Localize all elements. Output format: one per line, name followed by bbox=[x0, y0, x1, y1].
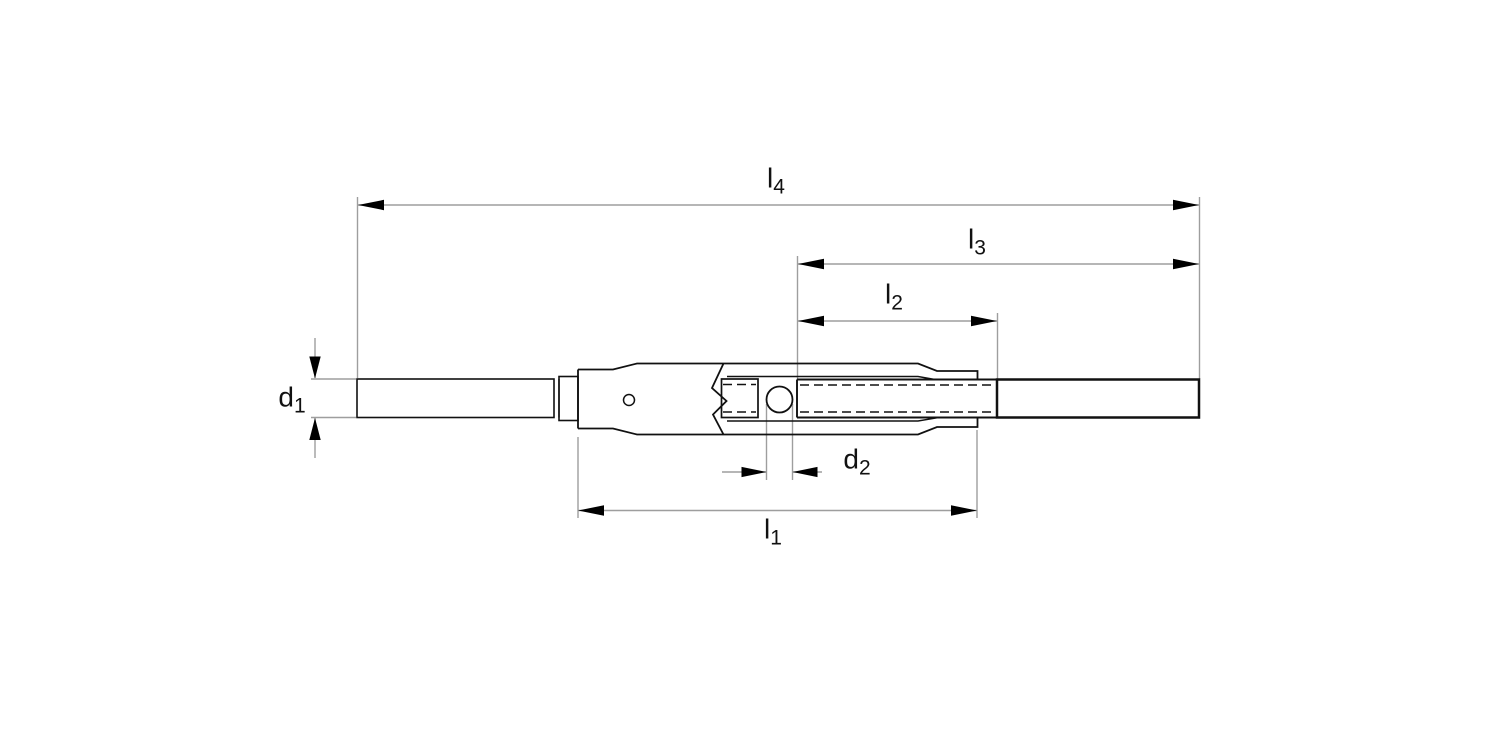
dimension-label-d1-base: d bbox=[278, 381, 294, 413]
arrow-l3-left bbox=[798, 258, 824, 270]
dimension-label-l3: l3 bbox=[968, 223, 986, 260]
arrow-l1-right bbox=[951, 505, 977, 516]
arrow-l2-left bbox=[798, 315, 824, 327]
dimension-arrowheads bbox=[309, 199, 1199, 516]
dimension-label-l4: l4 bbox=[767, 162, 785, 199]
dimension-label-d2-base: d bbox=[843, 443, 859, 475]
dimension-label-d1-sub: 1 bbox=[293, 394, 306, 418]
sight-hole-d2 bbox=[765, 385, 794, 414]
body-pin-hole bbox=[622, 393, 636, 407]
dimension-label-l1: l1 bbox=[764, 513, 782, 550]
dimension-label-l1-sub: 1 bbox=[770, 526, 782, 550]
body-outline-bottom bbox=[578, 417, 979, 436]
arrow-l4-right bbox=[1173, 199, 1199, 211]
dimension-label-l4-base: l bbox=[767, 162, 774, 194]
dimension-label-l1-base: l bbox=[764, 513, 771, 545]
dimension-label-l2: l2 bbox=[885, 278, 903, 315]
dimension-label-l3-base: l bbox=[968, 223, 975, 255]
pipe-inner-wall-bottom bbox=[727, 417, 938, 422]
thread-hidden-lines bbox=[723, 383, 994, 413]
right-rod-thread-section bbox=[796, 378, 997, 419]
dimension-label-d2: d2 bbox=[843, 443, 871, 480]
right-stud-rod bbox=[995, 378, 1201, 419]
arrow-l2-right bbox=[971, 315, 997, 327]
arrow-d1-bottom bbox=[309, 418, 321, 440]
arrow-l3-right bbox=[1173, 258, 1199, 270]
turnbuckle-part bbox=[356, 362, 1201, 436]
break-line bbox=[710, 363, 728, 435]
dimension-label-d2-sub: 2 bbox=[858, 456, 871, 480]
body-outline-top bbox=[578, 362, 979, 380]
left-stud-rod bbox=[356, 378, 555, 419]
arrow-d1-top bbox=[309, 356, 321, 379]
dimension-label-d1: d1 bbox=[278, 381, 306, 418]
arrow-l1-left bbox=[578, 505, 604, 516]
arrow-l4-left bbox=[358, 199, 384, 211]
dimension-label-l4-sub: 4 bbox=[773, 175, 785, 199]
dimension-label-l2-base: l bbox=[885, 278, 892, 310]
left-rod-thread-end bbox=[720, 378, 759, 419]
dimension-label-l3-sub: 3 bbox=[974, 236, 986, 260]
arrow-d2-right bbox=[792, 466, 818, 478]
dimension-label-l2-sub: 2 bbox=[891, 291, 903, 315]
arrow-d2-left bbox=[741, 466, 767, 478]
left-rod-collar bbox=[558, 375, 579, 422]
